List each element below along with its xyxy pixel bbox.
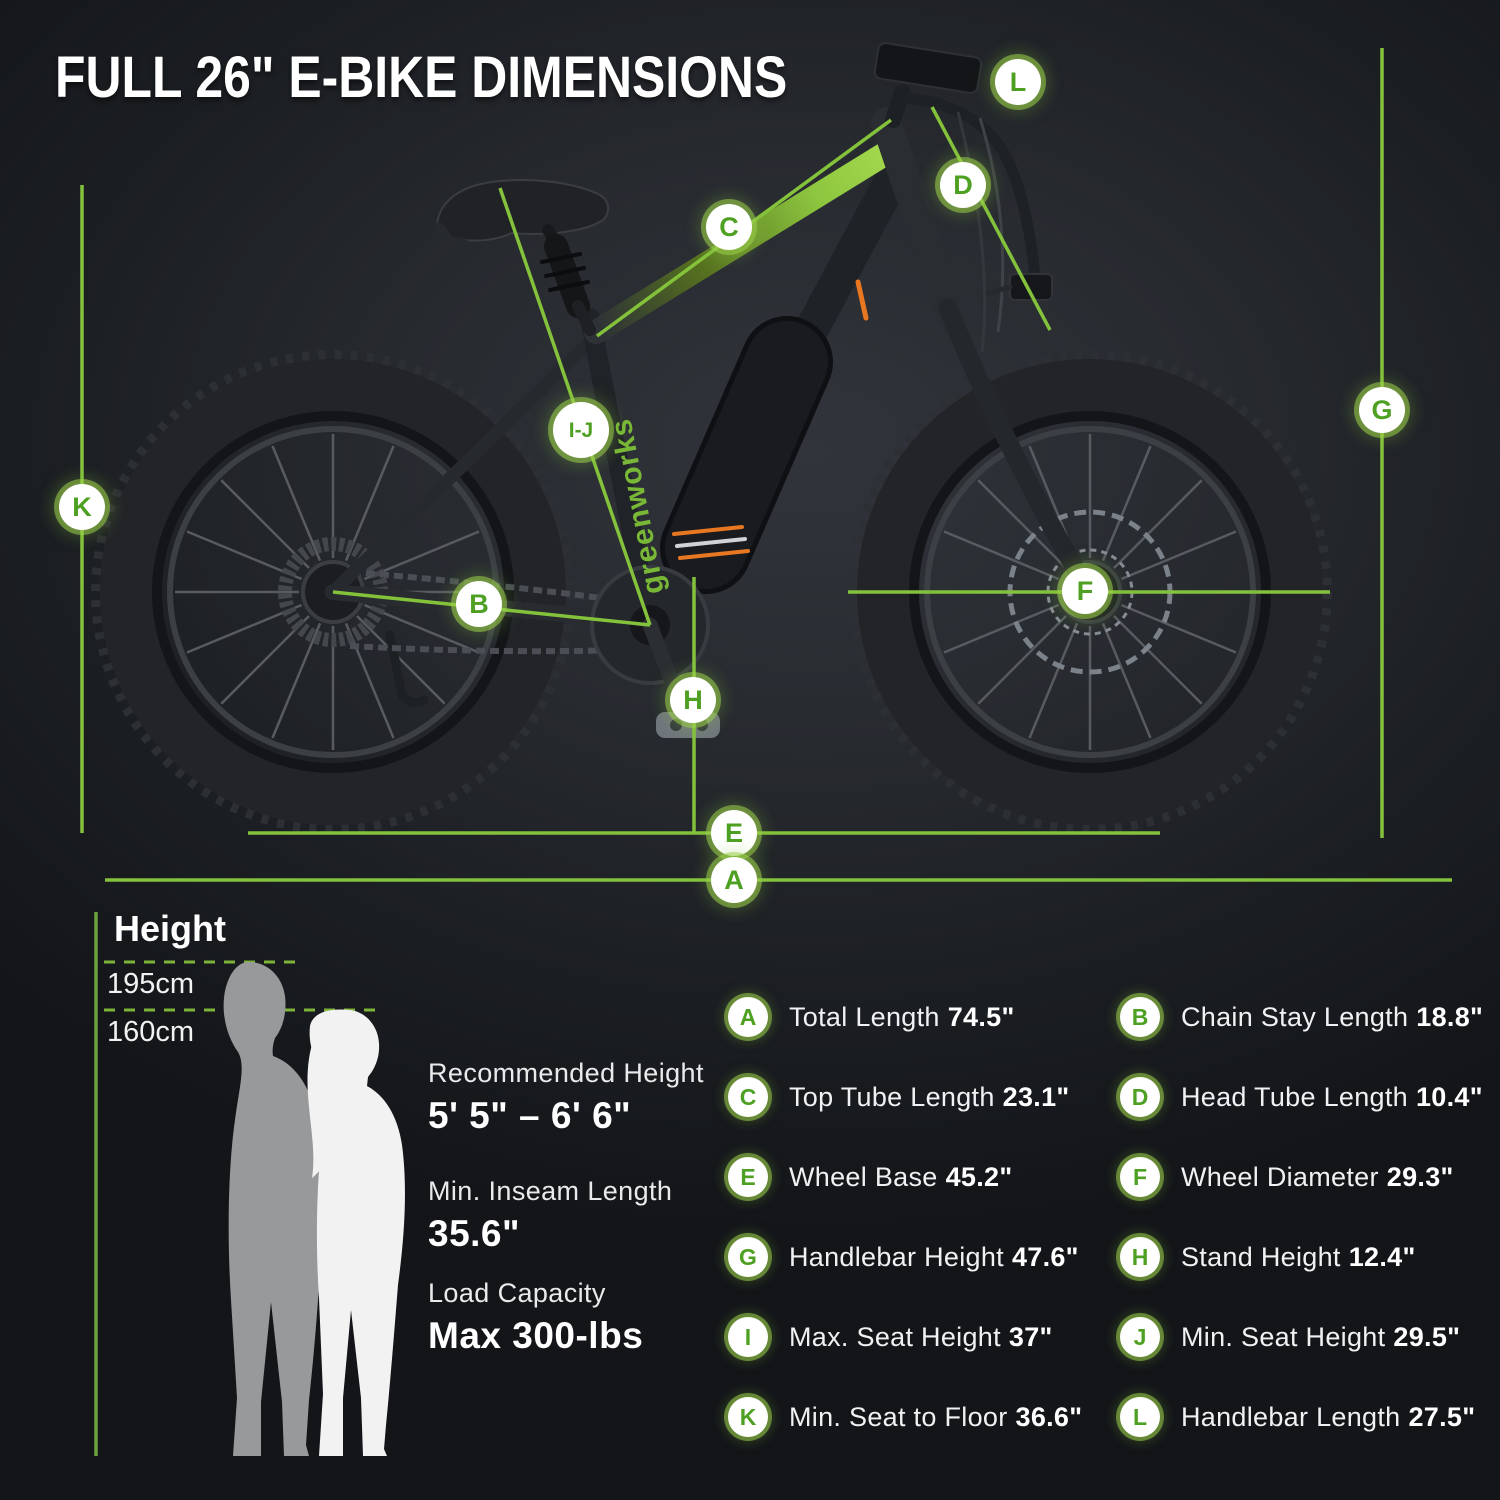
female-silhouette	[307, 1009, 405, 1456]
spec-badge-b: B	[1120, 997, 1160, 1037]
bike-illustration: greenworks	[0, 42, 1452, 882]
frame-orange-accent	[855, 279, 869, 321]
spec-badge-f: F	[1120, 1157, 1160, 1197]
brand-logo-seat-tube: greenworks	[604, 416, 670, 597]
male-silhouette	[223, 961, 324, 1456]
spec-badge-e: E	[728, 1157, 768, 1197]
marker-b: B	[456, 581, 502, 627]
chain	[349, 569, 617, 655]
seat-post-suspension	[540, 224, 596, 336]
spec-badge-c: C	[728, 1077, 768, 1117]
marker-d: D	[940, 162, 986, 208]
battery-indicator-stripes	[672, 525, 750, 560]
spec-value: 18.8"	[1416, 1001, 1484, 1032]
spec-label: Max. Seat Height	[789, 1321, 1001, 1352]
head-tube	[871, 107, 967, 333]
brake-cable-1	[978, 117, 1005, 333]
marker-f: F	[1062, 568, 1108, 614]
spec-value: 74.5"	[947, 1001, 1015, 1032]
recommended-height-value: 5' 5" – 6' 6"	[428, 1095, 632, 1136]
rear-derailleur	[385, 630, 429, 708]
pedal-hole-left	[670, 719, 682, 731]
marker-k: K	[59, 484, 105, 530]
seat-stay	[326, 329, 603, 599]
spec-label: Handlebar Length	[1181, 1401, 1401, 1432]
marker-g: G	[1359, 387, 1405, 433]
spec-badge-d: D	[1120, 1077, 1160, 1117]
spec-label: Chain Stay Length	[1181, 1001, 1409, 1032]
tall-marker-label: 195cm	[107, 968, 195, 1000]
spec-badge-g: G	[728, 1237, 768, 1277]
spec-value: 27.5"	[1408, 1401, 1476, 1432]
spec-value: 10.4"	[1415, 1081, 1483, 1112]
spec-value: 47.6"	[1011, 1241, 1079, 1272]
handlebar	[899, 92, 1042, 296]
marker-ij: I-J	[553, 402, 609, 458]
spec-value: 36.6"	[1015, 1401, 1083, 1432]
headlight-bracket	[985, 284, 1013, 296]
marker-c: C	[706, 204, 752, 250]
battery-pack	[665, 321, 828, 589]
min-inseam-value: 35.6"	[428, 1213, 521, 1254]
spec-label: Handlebar Height	[789, 1241, 1004, 1272]
spec-label: Stand Height	[1181, 1241, 1341, 1272]
spec-badge-a: A	[728, 997, 768, 1037]
recommended-height-block: Recommended Height 5' 5" – 6' 6"	[428, 1058, 758, 1137]
spec-badge-i: I	[728, 1317, 768, 1357]
spec-value: 29.3"	[1386, 1161, 1454, 1192]
load-capacity-value: Max 300-lbs	[428, 1315, 644, 1356]
spec-value: 29.5"	[1393, 1321, 1461, 1352]
spec-label: Wheel Diameter	[1181, 1161, 1379, 1192]
spec-label: Min. Seat to Floor	[789, 1401, 1008, 1432]
front-fork	[938, 298, 1098, 600]
spec-label: Head Tube Length	[1181, 1081, 1408, 1112]
spec-value: 45.2"	[945, 1161, 1013, 1192]
measurement-lines	[80, 48, 1452, 882]
spec-label: Top Tube Length	[789, 1081, 995, 1112]
marker-a: A	[711, 857, 757, 903]
height-panel-graphics	[94, 912, 405, 1456]
spec-badge-l: L	[1120, 1397, 1160, 1437]
brake-cable-2	[956, 111, 987, 353]
marker-h: H	[670, 677, 716, 723]
short-marker-label: 160cm	[107, 1016, 195, 1048]
min-inseam-block: Min. Inseam Length 35.6"	[428, 1176, 758, 1255]
spec-value: 23.1"	[1002, 1081, 1070, 1112]
spec-value: 37"	[1008, 1321, 1053, 1352]
load-capacity-block: Load Capacity Max 300-lbs	[428, 1278, 758, 1357]
spec-label: Total Length	[789, 1001, 940, 1032]
saddle-handle	[435, 222, 468, 246]
spec-badge-k: K	[728, 1397, 768, 1437]
height-panel-heading: Height	[114, 908, 226, 949]
spec-label: Min. Seat Height	[1181, 1321, 1386, 1352]
marker-e: E	[711, 810, 757, 856]
page-title: FULL 26" E-BIKE DIMENSIONS	[55, 45, 788, 110]
measurement-line-d	[930, 106, 1052, 331]
marker-l: L	[995, 59, 1041, 105]
min-inseam-label: Min. Inseam Length	[428, 1176, 673, 1206]
load-capacity-label: Load Capacity	[428, 1278, 606, 1308]
display-screen	[873, 42, 983, 94]
recommended-height-label: Recommended Height	[428, 1058, 704, 1088]
spec-badge-j: J	[1120, 1317, 1160, 1357]
spec-label: Wheel Base	[789, 1161, 938, 1192]
spec-value: 12.4"	[1348, 1241, 1416, 1272]
saddle	[435, 179, 610, 242]
spec-badge-h: H	[1120, 1237, 1160, 1277]
